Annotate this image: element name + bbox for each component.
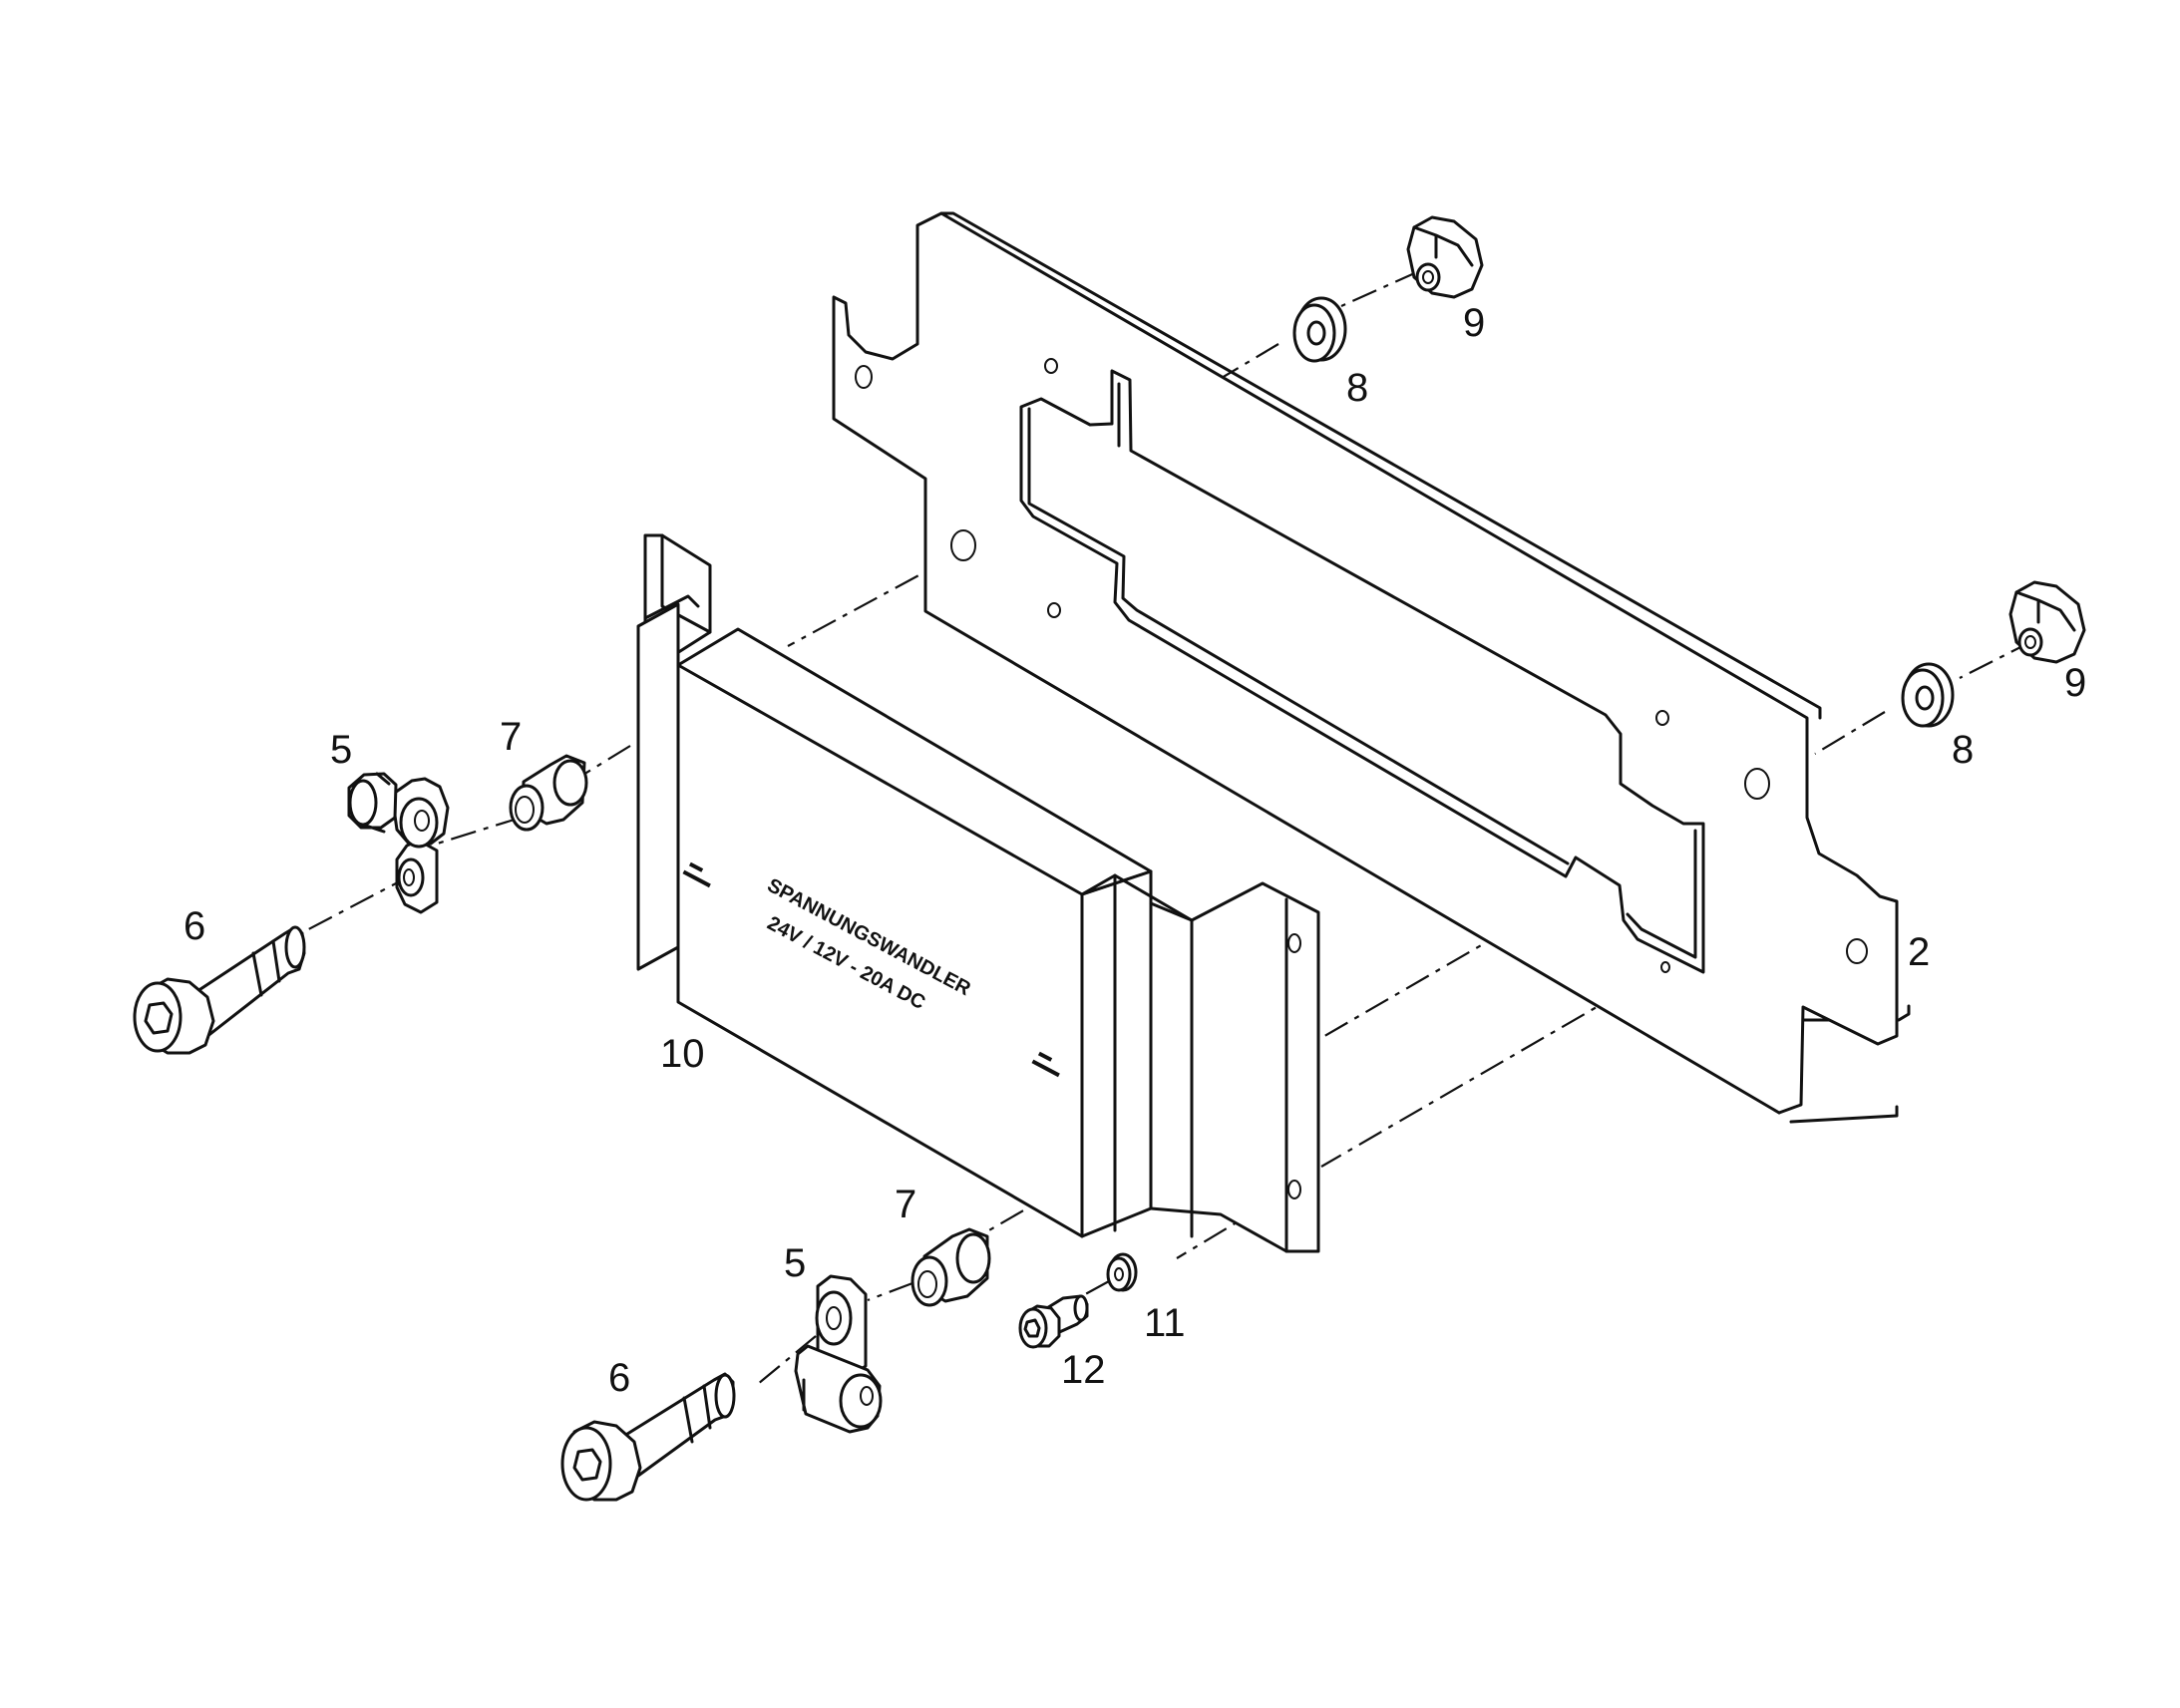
callout-plate: 2	[1908, 930, 1930, 974]
imprint-mark-left	[682, 861, 711, 888]
callout-converter: 10	[660, 1032, 705, 1076]
callouts: 2 5 5 6 6 7 7 8 8 9 9 10 11 12	[183, 301, 2086, 1400]
spacer-upper	[509, 754, 588, 832]
voltage-converter: SPANNUNGSWANDLER 24V / 12V - 20A DC	[636, 533, 1320, 1253]
callout-washer-right: 8	[1952, 728, 1974, 772]
callout-washer-upper: 8	[1346, 366, 1368, 410]
washer-upper	[1292, 296, 1347, 363]
mounting-plate	[832, 211, 1911, 1124]
clamp-lower	[794, 1274, 883, 1434]
small-screw	[1018, 1294, 1089, 1349]
imprint-mark-right	[1031, 1051, 1060, 1078]
callout-spacer-lower: 7	[895, 1183, 916, 1226]
small-washer	[1106, 1252, 1138, 1292]
screw-upper	[133, 925, 306, 1055]
callout-screw-lower: 6	[608, 1356, 630, 1400]
nut-right	[2008, 580, 2086, 664]
callout-clamp-upper: 5	[330, 728, 352, 772]
screw-lower	[560, 1372, 736, 1502]
callout-nut-right: 9	[2064, 661, 2086, 705]
spacer-lower	[910, 1227, 991, 1307]
washer-right	[1901, 662, 1955, 728]
callout-screw-upper: 6	[183, 904, 205, 948]
callout-nut-upper: 9	[1463, 301, 1485, 345]
clamp-upper	[347, 772, 450, 914]
callout-spacer-upper: 7	[500, 715, 522, 759]
callout-small-screw: 12	[1061, 1348, 1106, 1392]
callout-small-washer: 11	[1144, 1301, 1186, 1345]
callout-clamp-lower: 5	[784, 1241, 806, 1285]
nut-upper	[1406, 215, 1484, 299]
